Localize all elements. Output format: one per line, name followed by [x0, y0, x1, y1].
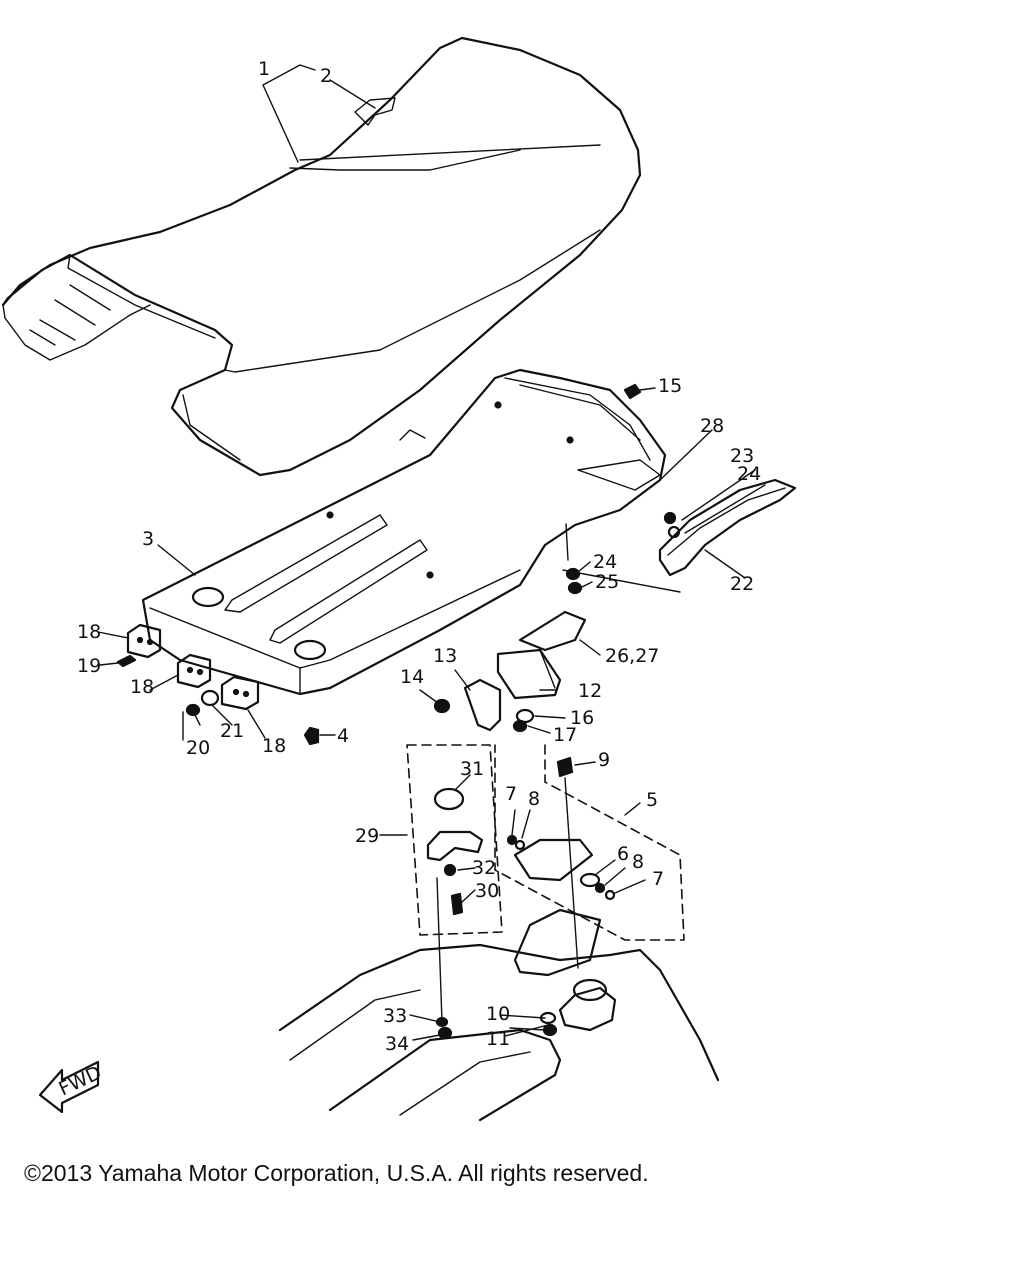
callout-2: 2 — [320, 65, 332, 87]
callout-9: 9 — [598, 749, 610, 771]
callout-15: 15 — [658, 375, 682, 397]
callout-24a: 24 — [737, 463, 761, 485]
callout-10: 10 — [486, 1003, 510, 1025]
callout-22: 22 — [730, 573, 754, 595]
callout-12: 12 — [578, 680, 602, 702]
callout-21: 21 — [220, 720, 244, 742]
callout-5: 5 — [646, 789, 658, 811]
callout-13: 13 — [433, 645, 457, 667]
forward-arrow-icon: FWD — [38, 1060, 105, 1114]
bracket-plates — [116, 623, 320, 746]
callout-32: 32 — [472, 857, 496, 879]
callout-33: 33 — [383, 1005, 407, 1027]
seat-cover — [1, 36, 642, 477]
callout-1: 1 — [258, 58, 270, 80]
seat-base — [141, 368, 667, 696]
callout-28: 28 — [700, 415, 724, 437]
callout-16: 16 — [570, 707, 594, 729]
copyright-notice: ©2013 Yamaha Motor Corporation, U.S.A. A… — [24, 1160, 649, 1186]
callout-18a: 18 — [77, 621, 101, 643]
callout-11: 11 — [486, 1028, 510, 1050]
grab-handle — [658, 478, 797, 577]
callout-26-27: 26,27 — [605, 645, 659, 667]
callout-6: 6 — [617, 843, 629, 865]
callout-17: 17 — [553, 724, 577, 746]
callout-labels: 1 2 3 4 5 6 7 7 8 8 9 10 11 12 13 14 15 … — [77, 58, 761, 1055]
callout-19: 19 — [77, 655, 101, 677]
callout-23: 23 — [730, 445, 754, 467]
callout-18c: 18 — [262, 735, 286, 757]
hull-body — [278, 908, 720, 1122]
callout-29: 29 — [355, 825, 379, 847]
callout-25: 25 — [595, 571, 619, 593]
callout-7b: 7 — [652, 868, 664, 890]
leader-lines — [97, 64, 766, 1041]
callout-4: 4 — [337, 725, 349, 747]
lock-assembly-groups — [406, 744, 685, 1023]
callout-7a: 7 — [505, 783, 517, 805]
callout-3: 3 — [142, 528, 154, 550]
callout-14: 14 — [400, 666, 424, 688]
callout-34: 34 — [385, 1033, 409, 1055]
hinge-parts — [433, 383, 661, 733]
callout-24b: 24 — [593, 551, 617, 573]
seat-parts-diagram: FWD 1 2 3 4 5 6 7 7 8 8 9 10 11 12 13 14… — [1, 36, 797, 1122]
callout-20: 20 — [186, 737, 210, 759]
callout-8a: 8 — [528, 788, 540, 810]
callout-18b: 18 — [130, 676, 154, 698]
callout-30: 30 — [475, 880, 499, 902]
callout-8b: 8 — [632, 851, 644, 873]
callout-31: 31 — [460, 758, 484, 780]
